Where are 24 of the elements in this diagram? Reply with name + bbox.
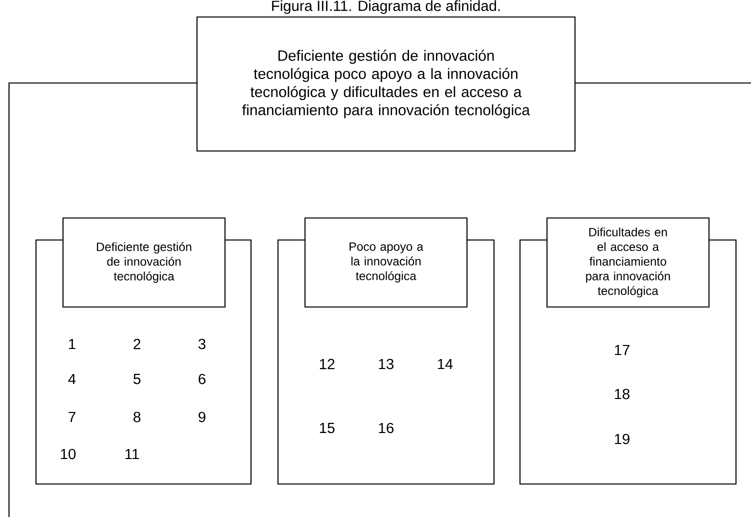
- number-label: 18: [614, 388, 630, 400]
- number-label: 11: [126, 448, 139, 460]
- number-label: 19: [614, 434, 630, 444]
- number-label: 14: [438, 358, 453, 370]
- number-label: 9: [198, 412, 206, 422]
- number-label: 15: [320, 422, 335, 434]
- title-box: Deficiente gestión de innovación tecnológica poco apoyo a la innovación tecnológica y dificultades en el acceso a financiamiento para innovación tecnológica: [196, 16, 576, 152]
- number-label: 2: [134, 338, 140, 350]
- number-label: 12: [320, 358, 334, 370]
- number-label: 7: [68, 412, 76, 422]
- number-label: 1: [69, 338, 76, 350]
- number-label: 5: [134, 374, 140, 384]
- number-label: 13: [378, 358, 394, 370]
- header-box: Poco apoyo a la innovación tecnológica: [304, 217, 468, 308]
- number-label: 4: [68, 374, 76, 384]
- number-label: 8: [134, 412, 140, 422]
- number-label: 17: [614, 344, 630, 356]
- number-label: 3: [198, 338, 206, 350]
- number-label: 6: [198, 374, 206, 384]
- number-label: 16: [378, 422, 394, 434]
- figure-title: Figura III.11. Diagrama de afinidad.: [272, 0, 500, 14]
- header-box: Deficiente gestión de innovación tecnológica: [62, 217, 226, 308]
- number-label: 10: [60, 448, 76, 460]
- header-box: Dificultades en el acceso a financiamiento para innovación tecnológica: [546, 217, 710, 308]
